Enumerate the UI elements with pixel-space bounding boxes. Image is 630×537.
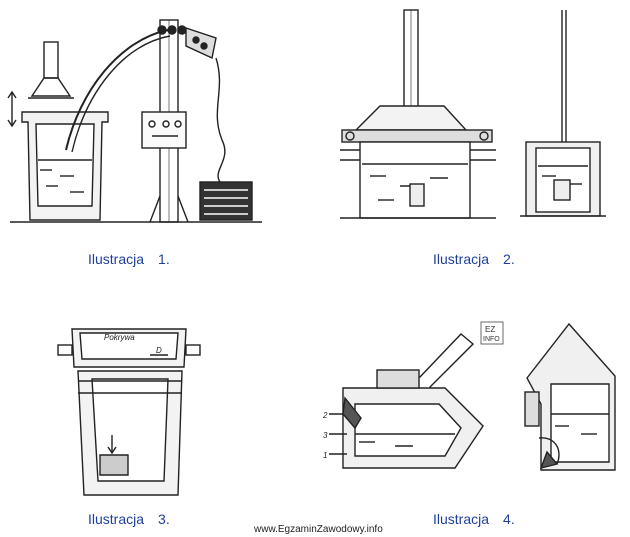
marker-3: 3 [323,431,328,440]
marker-2: 2 [322,411,328,420]
footer-url: www.EgzaminZawodowy.info [254,524,383,535]
dimension-label: D [156,346,162,355]
illustration-2-drawing [340,9,606,219]
marker-1: 1 [323,451,327,460]
lid-label: Pokrywa [104,333,135,342]
svg-text:EZ: EZ [485,325,495,334]
ez-info-logo: EZ INFO [480,321,504,345]
svg-text:INFO: INFO [483,336,500,343]
illustration-4-drawing: 2 3 1 EZ INFO [322,321,616,471]
illustration-1-drawing [7,19,262,223]
illustration-3-drawing: Pokrywa D [57,328,201,496]
